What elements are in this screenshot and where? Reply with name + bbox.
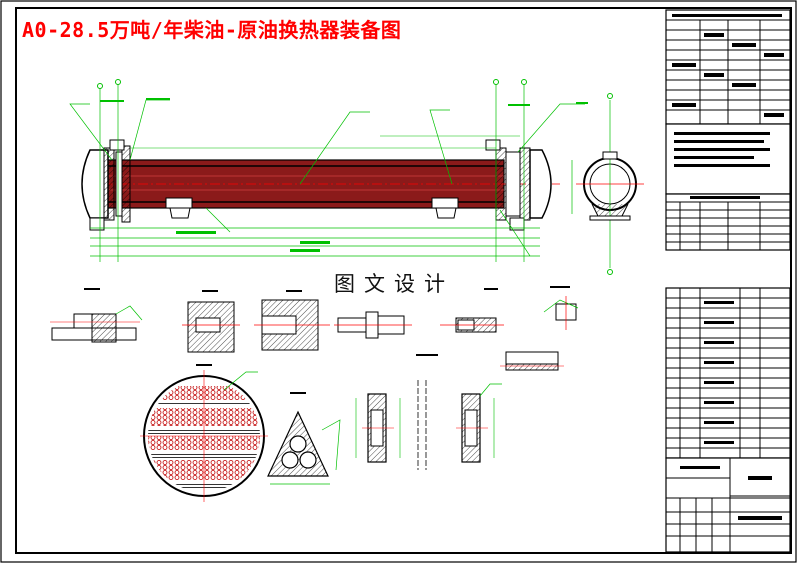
drawing-title: A0-28.5万吨/年柴油-原油换热器装备图: [22, 18, 402, 42]
end-view-saddle: [591, 203, 629, 217]
main-elevation-view: [69, 79, 588, 262]
left-tubesheet: [121, 145, 131, 223]
right-flange: [519, 147, 531, 221]
title-block: [665, 9, 791, 553]
detail-views: [50, 286, 579, 371]
saddle-right: [435, 207, 457, 219]
right-head: [529, 149, 552, 219]
left-flange: [103, 147, 115, 221]
tube-sheet-layout: [140, 364, 268, 502]
end-view: [571, 93, 644, 275]
right-tubesheet: [495, 147, 507, 221]
nozzle-bottom-left: [89, 217, 105, 231]
title-block-box: [665, 457, 791, 553]
watermark-text: 图文设计: [330, 268, 458, 298]
parts-list: [665, 287, 791, 459]
baffle-views: [355, 380, 502, 470]
nozzle-top-left: [109, 139, 125, 151]
saddle-left: [169, 207, 191, 219]
nozzle-top-right: [485, 139, 501, 151]
tube-arrangement-detail: [267, 392, 341, 485]
inner-border: [15, 7, 792, 554]
